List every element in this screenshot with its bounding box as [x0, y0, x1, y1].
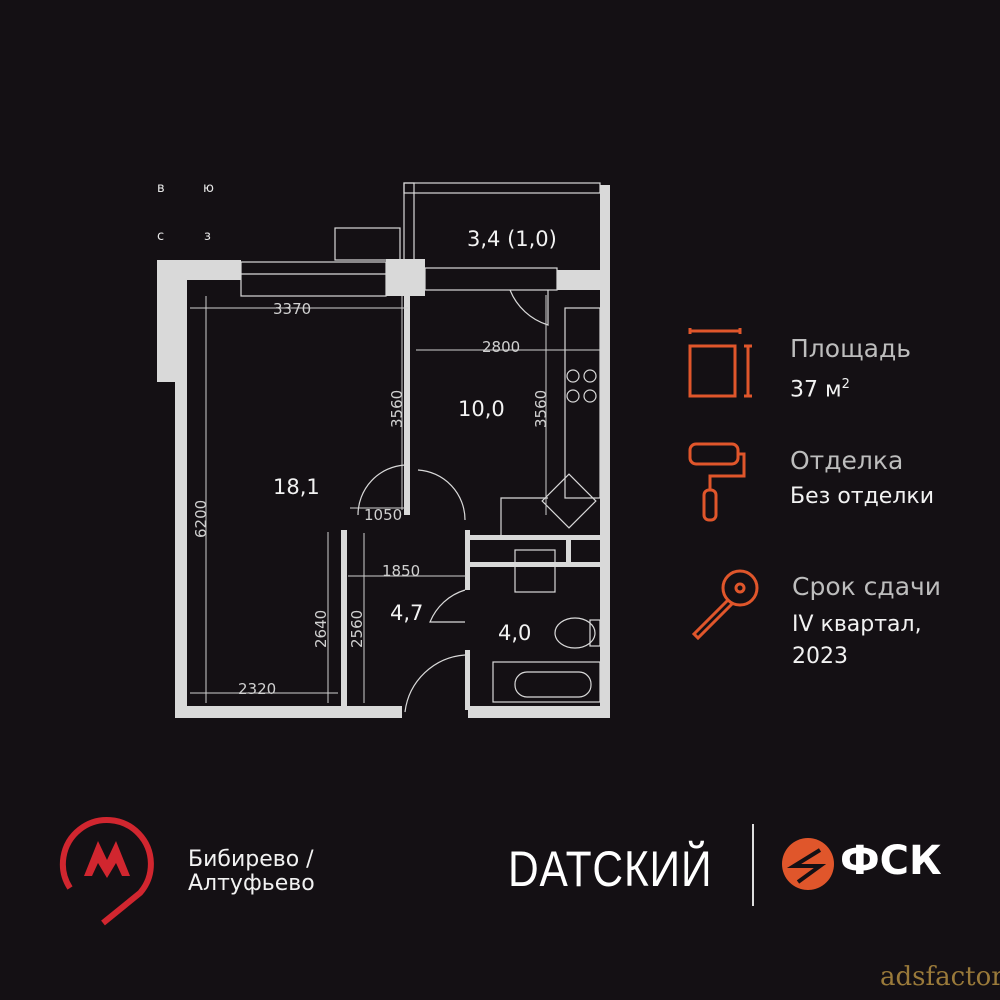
dim-3370: 3370	[273, 300, 311, 318]
developer-logo: ФСК	[840, 838, 942, 884]
room-areas: 3,4 (1,0) 10,0 18,1 4,7 4,0	[273, 227, 557, 645]
compass-s: с	[157, 229, 164, 244]
dim-1850: 1850	[382, 562, 420, 580]
dim-2560: 2560	[348, 610, 366, 648]
area-number: 37 м	[790, 377, 842, 403]
delivery-label: Срок сдачи	[792, 572, 942, 601]
watermark: adsfactory	[880, 962, 1000, 992]
delivery-year: 2023	[792, 644, 848, 669]
dimension-lines	[190, 295, 600, 703]
room-hall-area: 4,7	[390, 601, 423, 625]
dim-2320: 2320	[238, 680, 276, 698]
room-living-area: 18,1	[273, 475, 320, 499]
dim-6200: 6200	[192, 500, 210, 538]
dimension-labels: 3370 2800 1050 1850 2320 6200 3560 3560 …	[192, 300, 550, 698]
metro-pin-icon	[59, 817, 154, 926]
area-label: Площадь	[790, 334, 911, 363]
dim-2640: 2640	[312, 610, 330, 648]
paint-roller-icon	[688, 442, 746, 522]
key-icon	[691, 569, 759, 641]
finish-label: Отделка	[790, 446, 904, 475]
finish-value: Без отделки	[790, 484, 934, 509]
metro-station-line2: Алтуфьево	[188, 871, 315, 896]
delivery-value: IV квартал,	[792, 612, 922, 637]
dim-3560-left: 3560	[388, 390, 406, 428]
compass-w: з	[204, 229, 211, 244]
brand-divider	[752, 824, 754, 906]
room-bathroom-area: 4,0	[498, 621, 531, 645]
fsk-logo-icon	[782, 838, 834, 890]
walls	[157, 185, 610, 718]
dim-3560-right: 3560	[532, 390, 550, 428]
compass-n: в	[157, 181, 165, 196]
compass-e: ю	[203, 181, 214, 196]
dim-1050: 1050	[364, 506, 402, 524]
project-logo: DATСКИЙ	[508, 841, 713, 897]
area-unit-sup: 2	[841, 377, 850, 392]
area-icon	[688, 328, 752, 398]
room-kitchen-area: 10,0	[458, 397, 505, 421]
metro-station-line1: Бибирево /	[188, 847, 314, 872]
dim-2800: 2800	[482, 338, 520, 356]
fixtures	[240, 182, 601, 713]
room-balcony-area: 3,4 (1,0)	[467, 227, 557, 251]
compass: в ю с з	[157, 181, 214, 244]
area-value: 37 м2	[790, 370, 850, 405]
